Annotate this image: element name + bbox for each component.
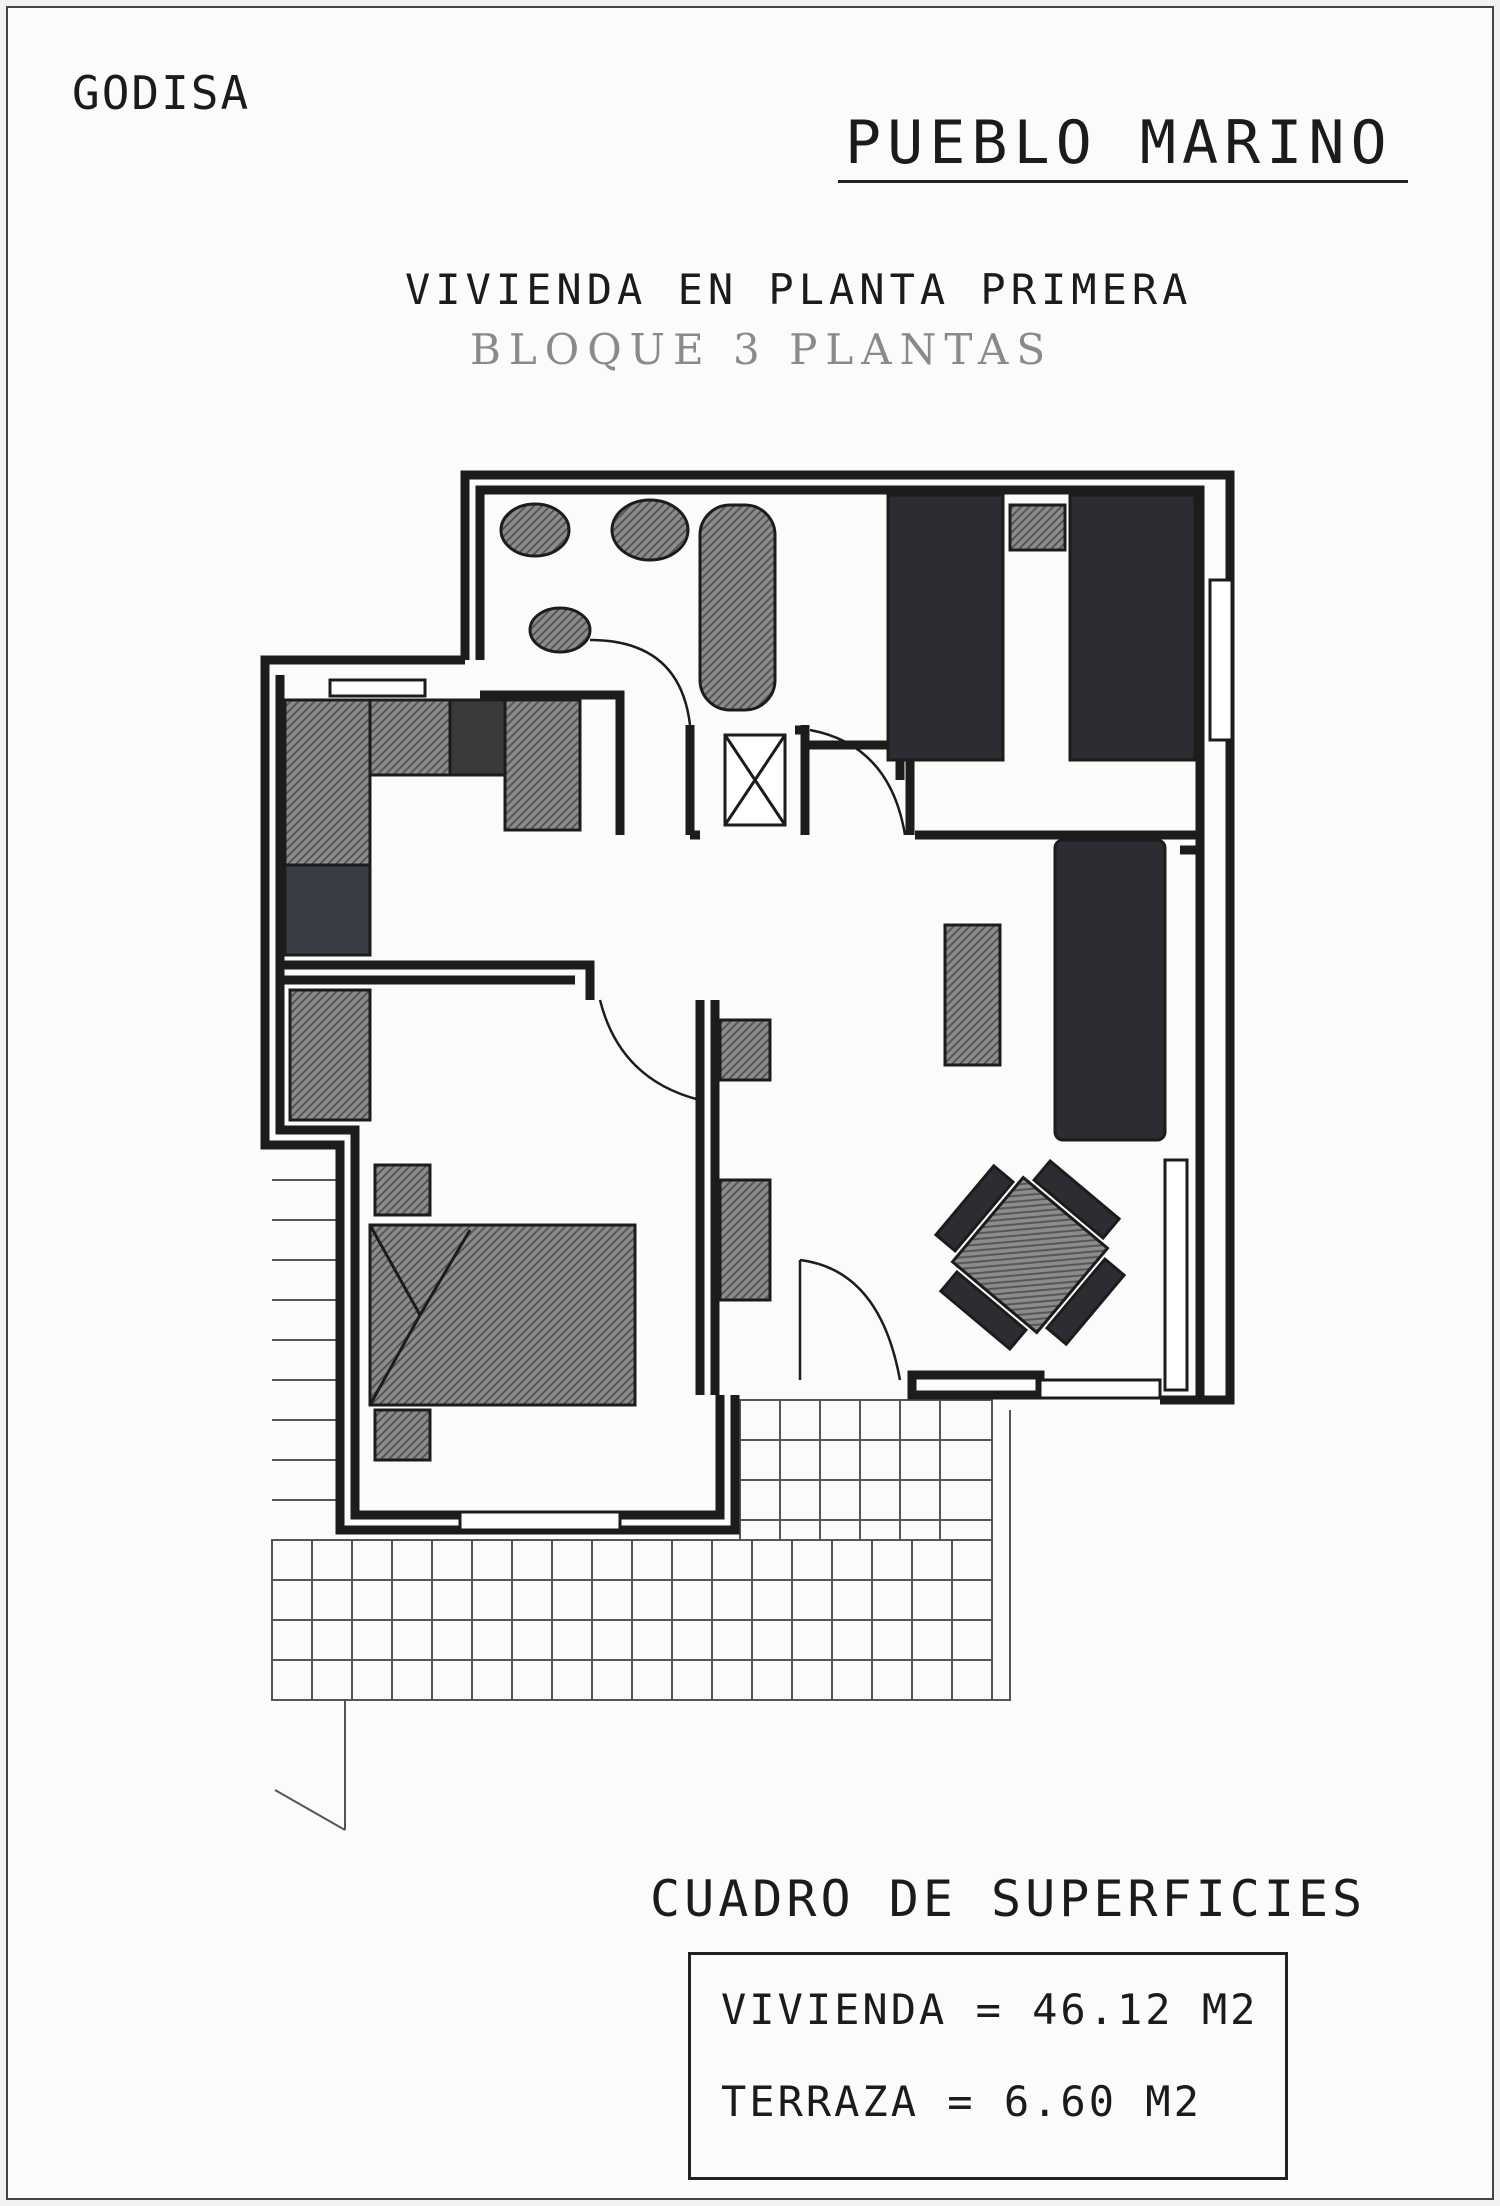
door-swings (589, 638, 907, 1381)
plan-title: VIVIENDA EN PLANTA PRIMERA (405, 265, 1193, 314)
plan-sheet (6, 6, 1494, 2200)
bathroom-fixtures (499, 498, 787, 827)
project-title: PUEBLO MARINO (845, 108, 1393, 178)
living-furniture (718, 838, 1167, 1352)
surface-row-vivienda: VIVIENDA = 46.12 M2 (721, 1985, 1259, 2034)
windows (328, 578, 1234, 1532)
company-name: GODISA (72, 66, 251, 120)
terrace-tiles (271, 1179, 1011, 1831)
walls (260, 470, 1235, 1535)
twin-beds (886, 493, 1197, 762)
surface-table: VIVIENDA = 46.12 M2 TERRAZA = 6.60 M2 (688, 1952, 1288, 2180)
kitchen-counter (283, 698, 582, 1122)
surface-table-title: CUADRO DE SUPERFICIES (650, 1870, 1367, 1928)
double-bed (368, 1163, 637, 1462)
project-title-underline (838, 180, 1408, 183)
plan-subtitle: BLOQUE 3 PLANTAS (470, 325, 1054, 374)
surface-row-terraza: TERRAZA = 6.60 M2 (721, 2077, 1202, 2126)
